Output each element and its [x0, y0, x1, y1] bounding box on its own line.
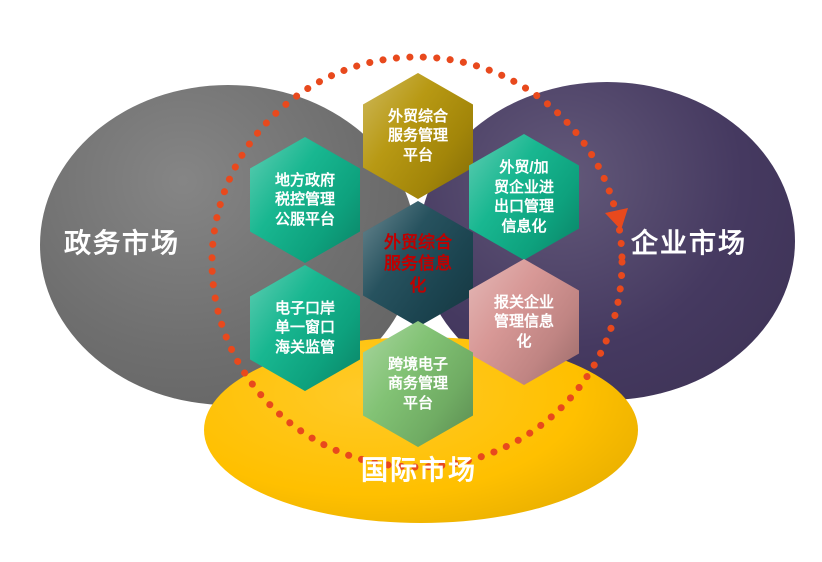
government-market-label: 政务市场	[64, 228, 180, 259]
hexagon-label: 外贸/加 贸企业进 出口管理 信息化	[493, 159, 554, 235]
hexagon-label: 电子口岸 单一窗口 海关监管	[274, 299, 335, 356]
international-market-label: 国际市场	[361, 455, 477, 486]
enterprise-market-label: 企业市场	[631, 228, 747, 259]
hexagon-label: 外贸综合 服务信息 化	[384, 233, 452, 295]
hexagon-label: 报关企业 管理信息 化	[493, 293, 554, 350]
hexagon-label: 跨境电子 商务管理 平台	[387, 355, 448, 412]
hexagon-label: 地方政府 税控管理 公服平台	[274, 171, 335, 228]
hexagon-label: 外贸综合 服务管理 平台	[387, 107, 448, 164]
